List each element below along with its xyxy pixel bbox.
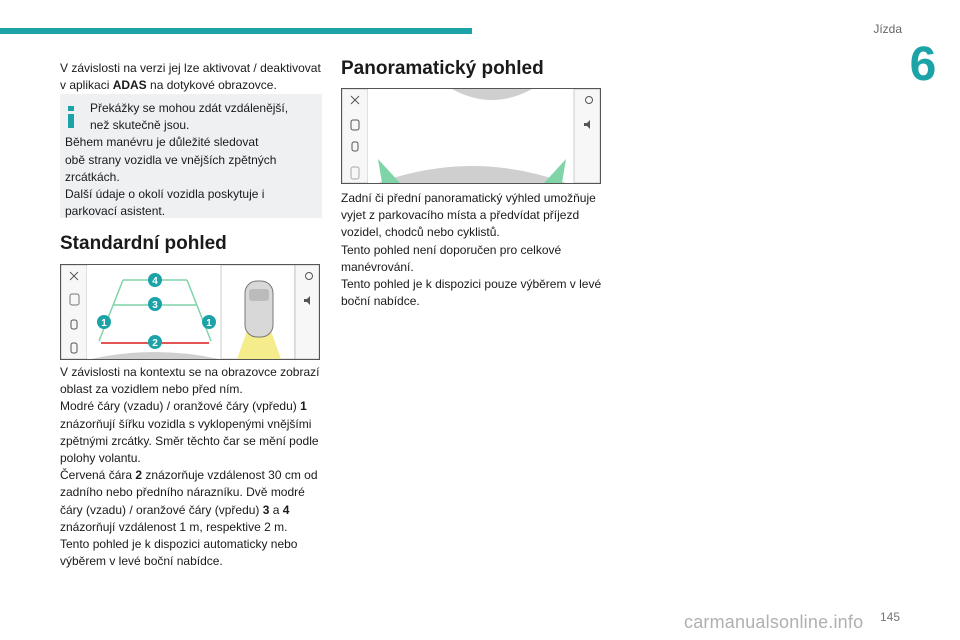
right-menu-panel xyxy=(294,264,320,360)
bumper-shape xyxy=(378,166,566,183)
top-view-shape xyxy=(452,89,532,100)
ref-3: 3 xyxy=(262,502,270,517)
svg-text:4: 4 xyxy=(152,276,158,287)
body-line: boční nabídce. xyxy=(341,294,420,309)
body-line: oblast za vozidlem nebo před ním. xyxy=(60,382,243,397)
body-line: znázorňují vzdálenost 1 m, respektive 2 … xyxy=(60,519,288,534)
label-4: 4 xyxy=(148,273,162,287)
left-view-zone xyxy=(378,159,400,183)
body-line: Zadní či přední panoramatický výhled umo… xyxy=(341,191,596,205)
info-note: Překážky se mohou zdát vzdálenější, než … xyxy=(60,94,322,218)
label-3: 3 xyxy=(148,297,162,311)
standard-view-description: V závislosti na kontextu se na obrazovce… xyxy=(60,364,322,570)
body-line: čáry (vzadu) / oranžové čáry (vpředu) xyxy=(60,502,263,517)
page-number: 145 xyxy=(879,610,900,624)
ref-4: 4 xyxy=(282,502,290,517)
guide-line-right xyxy=(186,279,212,342)
watermark: carmanualsonline.info xyxy=(684,612,864,632)
panoramic-view-heading: Panoramatický pohled xyxy=(341,58,544,79)
body-line: výběrem v levé boční nabídce. xyxy=(60,554,223,569)
top-accent-bar xyxy=(0,28,472,34)
right-view-zone xyxy=(544,159,566,183)
svg-text:1: 1 xyxy=(206,318,212,329)
body-line: Tento pohled je k dispozici pouze výběre… xyxy=(341,277,602,292)
guide-line-left xyxy=(98,279,124,342)
label-2: 2 xyxy=(148,335,162,349)
body-line: Červená čára xyxy=(60,468,136,483)
body-line: Modré čáry (vzadu) / oranžové čáry (vpře… xyxy=(60,399,301,414)
intro-line-2a: v aplikaci xyxy=(60,78,113,93)
side-menu-panel xyxy=(60,264,88,360)
side-menu-panel xyxy=(341,88,369,184)
detection-area xyxy=(237,331,281,359)
sound-icon xyxy=(304,296,310,305)
close-icon xyxy=(69,271,79,281)
note-line: zrcátkách. xyxy=(65,169,120,184)
chapter-number: 6 xyxy=(909,38,937,91)
car-windshield xyxy=(249,289,269,301)
settings-icon xyxy=(585,96,593,104)
body-line: vozidel, chodců nebo cyklistů. xyxy=(341,225,500,240)
standard-view-heading: Standardní pohled xyxy=(60,233,227,254)
note-line: parkovací asistent. xyxy=(65,204,166,219)
bumper-shape xyxy=(91,352,219,359)
section-title: Jízda xyxy=(873,22,902,36)
ref-2: 2 xyxy=(135,468,143,483)
car-view-icon xyxy=(69,293,80,306)
info-icon xyxy=(68,106,74,128)
body-line: manévrování. xyxy=(341,259,414,274)
label-1-left: 1 xyxy=(97,315,111,329)
car-front-icon xyxy=(351,141,359,152)
settings-icon xyxy=(305,272,313,280)
body-line: Tento pohled není doporučen pro celkové xyxy=(341,242,562,257)
svg-text:3: 3 xyxy=(152,300,158,311)
intro-paragraph: V závislosti na verzi jej lze aktivovat … xyxy=(60,60,322,94)
car-rear-icon xyxy=(70,319,78,330)
body-line: znázorňuje vzdálenost 30 cm od xyxy=(142,468,318,483)
note-line: Během manévru je důležité sledovat xyxy=(65,135,259,150)
panoramic-view-description: Zadní či přední panoramatický výhled umo… xyxy=(341,190,607,310)
body-line: Tento pohled je k dispozici automaticky … xyxy=(60,537,298,552)
note-line: než skutečně jsou. xyxy=(90,118,190,133)
sound-icon xyxy=(584,120,590,129)
standard-view-figure: 1 1 2 3 4 xyxy=(60,264,320,360)
svg-text:1: 1 xyxy=(101,318,107,329)
car-front-icon xyxy=(70,342,78,354)
svg-text:2: 2 xyxy=(152,338,158,349)
intro-line-1: V závislosti na verzi jej lze aktivovat … xyxy=(60,61,321,75)
standard-view-illustration: 1 1 2 3 4 xyxy=(60,264,320,360)
panoramic-view-illustration xyxy=(341,88,601,184)
body-line: a xyxy=(269,502,283,517)
note-line: Další údaje o okolí vozidla poskytuje i xyxy=(65,187,265,202)
intro-line-2b: na dotykové obrazovce. xyxy=(146,78,277,93)
note-line: Překážky se mohou zdát vzdálenější, xyxy=(90,101,289,115)
adas-label: ADAS xyxy=(112,78,147,93)
car-rear-icon xyxy=(350,119,360,131)
body-line: V závislosti na kontextu se na obrazovce… xyxy=(60,365,320,379)
body-line: znázorňují šířku vozidla s vyklopenými v… xyxy=(60,416,312,431)
body-line: vyjet z parkovacího místa a předvídat př… xyxy=(341,208,580,223)
close-icon xyxy=(350,95,360,105)
note-text: Překážky se mohou zdát vzdálenější, než … xyxy=(65,100,317,220)
note-line: obě strany vozidla ve vnějších zpětných xyxy=(65,152,277,167)
panoramic-view-figure xyxy=(341,88,601,184)
car-view-icon xyxy=(350,166,360,180)
ref-1: 1 xyxy=(300,399,307,414)
right-menu-panel xyxy=(573,88,601,184)
label-1-right: 1 xyxy=(202,315,216,329)
body-line: polohy volantu. xyxy=(60,451,141,466)
body-line: zpětnými zrcátky. Směr těchto čar se měn… xyxy=(60,433,319,448)
body-line: zadního nebo předního nárazníku. Dvě mod… xyxy=(60,485,305,500)
